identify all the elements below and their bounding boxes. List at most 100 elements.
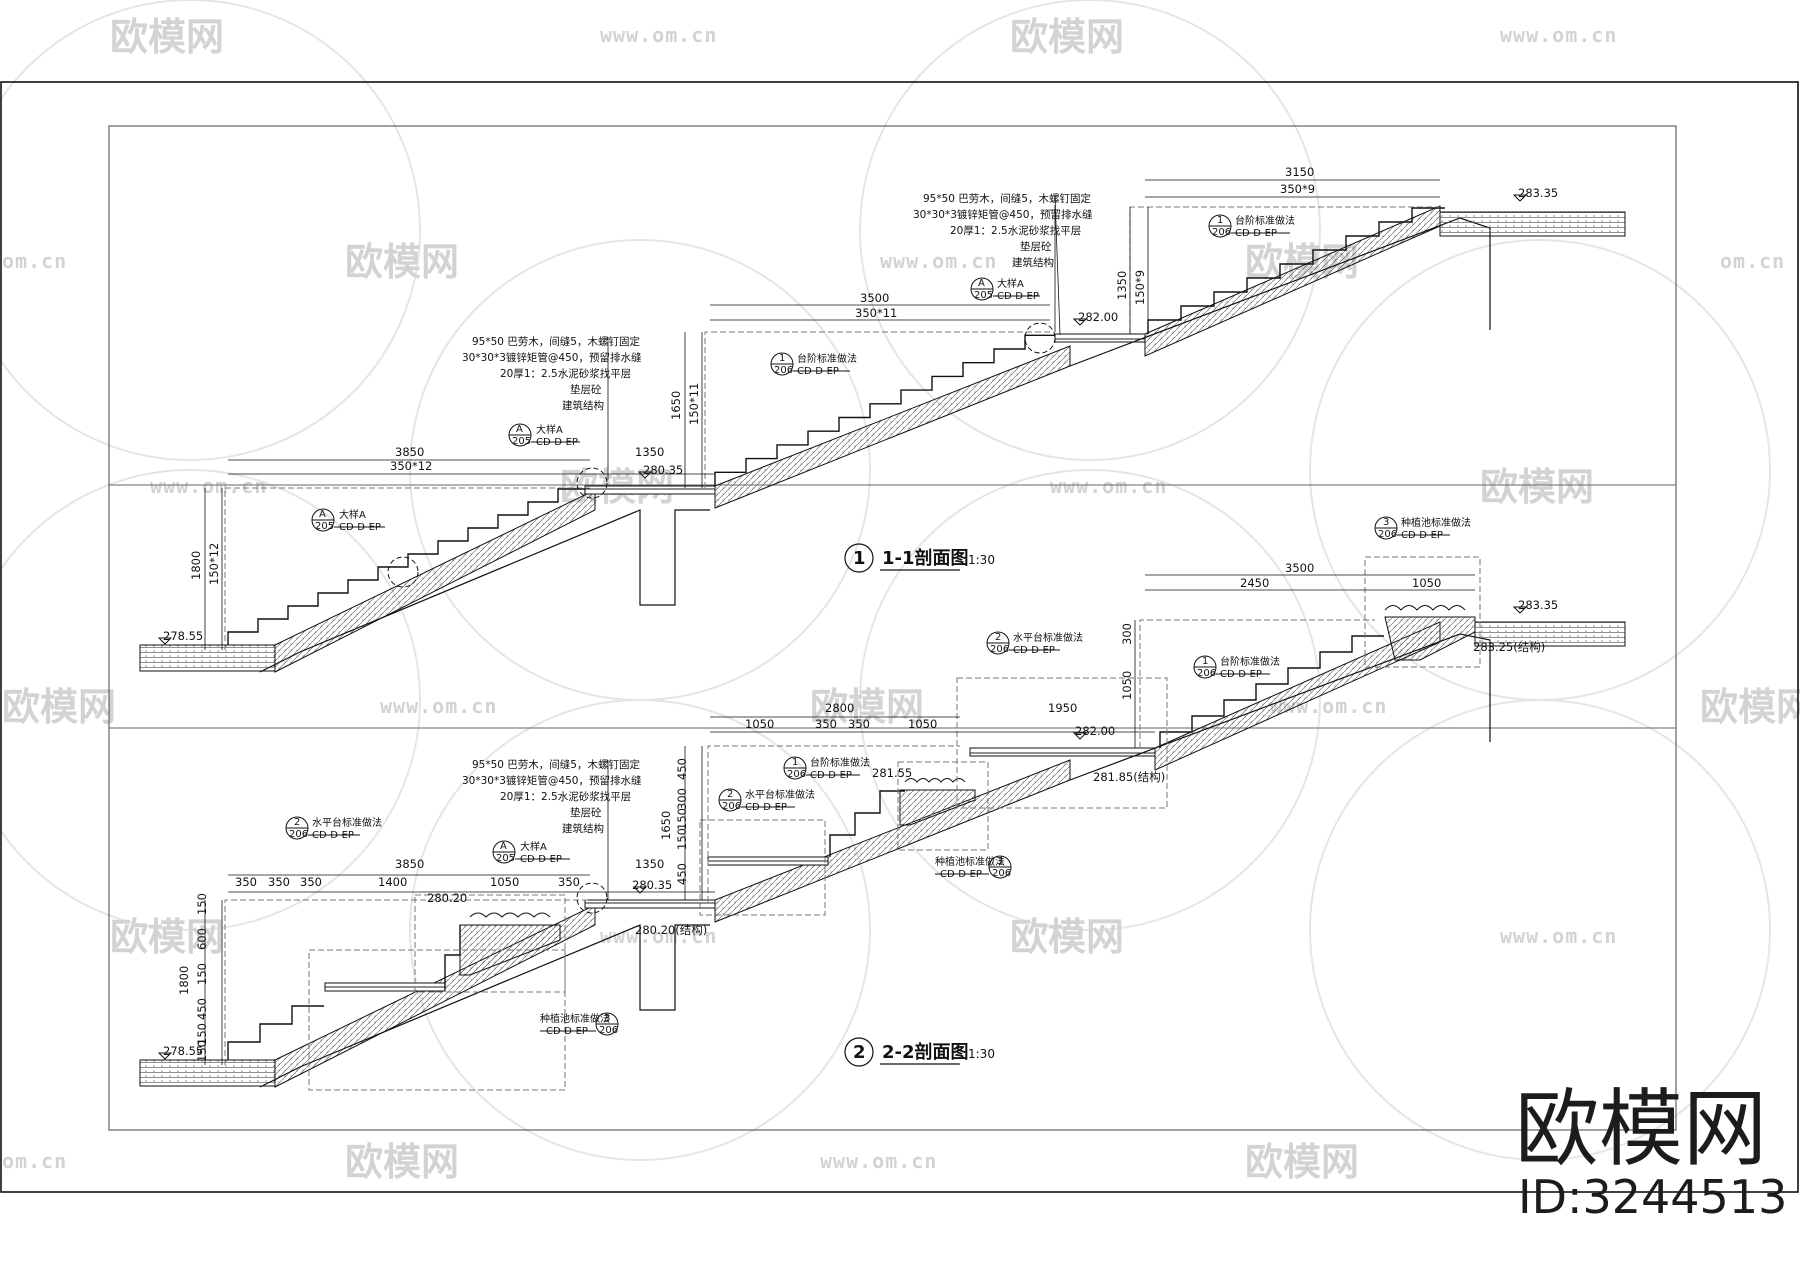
watermark-brand: 欧模网	[1480, 465, 1594, 509]
section-title: 1-1剖面图	[882, 547, 969, 569]
callout-label: 台阶标准做法	[810, 756, 870, 769]
detail-box	[956, 677, 1168, 809]
note-line: 建筑结构	[1012, 256, 1054, 269]
elevation-label: 282.00	[1078, 310, 1118, 324]
callout-code: CD-D-EP	[339, 522, 381, 533]
dim-label: 1050	[1412, 576, 1441, 590]
watermark-url: www.om.cn	[600, 23, 717, 47]
drawing-frame	[108, 125, 1677, 1131]
dim-label: 350	[558, 875, 580, 889]
dim-label: 150	[195, 1023, 209, 1045]
elevation-label: 278.55	[163, 1044, 203, 1058]
callout-symbol: 1	[1217, 215, 1223, 226]
dim-label: 1050	[745, 717, 774, 731]
section-1-dimensions	[204, 179, 1440, 650]
callout-ref: 206	[990, 644, 1009, 655]
dim-label: 350*9	[1280, 182, 1315, 196]
steps-middle	[714, 334, 1056, 486]
section-2-notes: 95*50 巴劳木，间缝5，木螺钉固定 30*30*3镀锌矩管@450，预留排水…	[462, 758, 642, 900]
note-line: 30*30*3镀锌矩管@450，预留排水缝	[462, 351, 642, 364]
watermark-brand: 欧模网	[2, 685, 116, 729]
ground-left	[139, 644, 276, 672]
section-2-callout-3-upper: 3 206 种植池标准做法 CD-D-EP	[1374, 516, 1471, 541]
slab-middle	[714, 345, 1071, 509]
watermark-brand: 欧模网	[1010, 915, 1124, 959]
watermark-url: om.cn	[2, 249, 67, 273]
callout-ref: 206	[289, 829, 308, 840]
dim-label: 150	[195, 963, 209, 985]
callout-code: CD-D-EP	[1013, 645, 1055, 656]
callout-code: CD-D-EP	[1235, 228, 1277, 239]
watermark-url: www.om.cn	[820, 1149, 937, 1173]
note-line: 20厚1：2.5水泥砂浆找平层	[500, 790, 631, 803]
callout-label: 种植池标准做法	[935, 855, 1005, 868]
dim-label: 450	[195, 998, 209, 1020]
callout-ref: 206	[722, 801, 741, 812]
watermark-brand: 欧模网	[1700, 685, 1800, 729]
callout-symbol: 3	[604, 1013, 610, 1024]
dim-label: 450	[675, 863, 689, 885]
dim-label: 2800	[825, 701, 854, 715]
brand-id: ID:3244513	[1518, 1170, 1787, 1224]
watermark-layer: 欧模网 www.om.cn 欧模网 www.om.cn om.cn 欧模网 ww…	[0, 0, 1800, 1184]
callout-label: 大样A	[520, 840, 547, 853]
elevation-label: 283.35	[1518, 598, 1558, 612]
dim-label: 350	[848, 717, 870, 731]
dim-label: 150	[195, 893, 209, 915]
callout-code: CD-D-EP	[536, 437, 578, 448]
section-1-title: 1 1-1剖面图 1:30	[844, 543, 995, 573]
dim-label: 150*12	[207, 543, 221, 585]
dim-label: 3850	[395, 445, 424, 459]
callout-code: CD-D-EP	[797, 366, 839, 377]
section-scale: 1:30	[968, 1047, 995, 1061]
dim-label: 3850	[395, 857, 424, 871]
callout-symbol: 2	[727, 789, 733, 800]
watermark-brand: 欧模网	[110, 15, 224, 59]
landing-lower	[584, 485, 716, 495]
section-2-callout-1-upper: 1 206 台阶标准做法 CD-D-EP	[1193, 655, 1280, 680]
section-1-elevations: 283.35 282.00 280.35 278.55	[157, 186, 1558, 645]
section-number-circle	[844, 543, 874, 573]
dim-label: 1800	[177, 966, 191, 995]
callout-ref: 206	[1378, 529, 1397, 540]
callout-symbol: 1	[1202, 656, 1208, 667]
callout-code: CD-D-EP	[940, 869, 982, 880]
callout-code: CD-D-EP	[997, 291, 1039, 302]
elevation-label: 280.20	[427, 891, 467, 905]
dim-label: 150	[675, 828, 689, 850]
watermark-brand: 欧模网	[1010, 15, 1124, 59]
section-2-callout-1-mid: 1 206 台阶标准做法 CD-D-EP	[783, 756, 870, 781]
callout-label: 水平台标准做法	[745, 788, 815, 801]
dashed-envelope	[224, 487, 590, 650]
callout-ref: 205	[315, 521, 334, 532]
elevation-label: 283.25(结构)	[1473, 640, 1545, 654]
landing-upper	[1054, 333, 1146, 343]
callout-symbol: 2	[995, 632, 1001, 643]
section-title: 2-2剖面图	[882, 1041, 969, 1063]
dim-label: 3500	[860, 291, 889, 305]
callout-symbol: 2	[294, 817, 300, 828]
callout-ref: 206	[1197, 668, 1216, 679]
section-2-dimensions	[204, 574, 1475, 1065]
watermark-circles	[0, 0, 1771, 1161]
plant-symbol	[469, 912, 551, 918]
callout-code: CD-D-EP	[1401, 530, 1443, 541]
elevation-label: 280.35	[632, 878, 672, 892]
callout-label: 台阶标准做法	[1235, 214, 1295, 227]
note-line: 95*50 巴劳木，间缝5，木螺钉固定	[923, 192, 1091, 205]
brand-block: 欧模网 ID:3244513	[1515, 1080, 1787, 1224]
dim-label: 1950	[1048, 701, 1077, 715]
steps-upper	[1159, 635, 1384, 748]
dim-label: 150	[195, 1040, 209, 1062]
dim-label: 1350	[635, 445, 664, 459]
section-1-callout-a-upper: A 205 大样A CD-D-EP	[970, 277, 1056, 354]
callout-ref: 205	[512, 436, 531, 447]
dim-label: 1050	[908, 717, 937, 731]
dashed-envelope	[707, 745, 960, 902]
callout-symbol: A	[500, 841, 507, 852]
callout-ref: 205	[496, 853, 515, 864]
callout-label: 种植池标准做法	[1401, 516, 1471, 529]
callout-code: CD-D-EP	[1220, 669, 1262, 680]
ground-left	[139, 1059, 276, 1087]
section-2-callout-2-mid: 2 206 水平台标准做法 CD-D-EP	[718, 788, 815, 813]
